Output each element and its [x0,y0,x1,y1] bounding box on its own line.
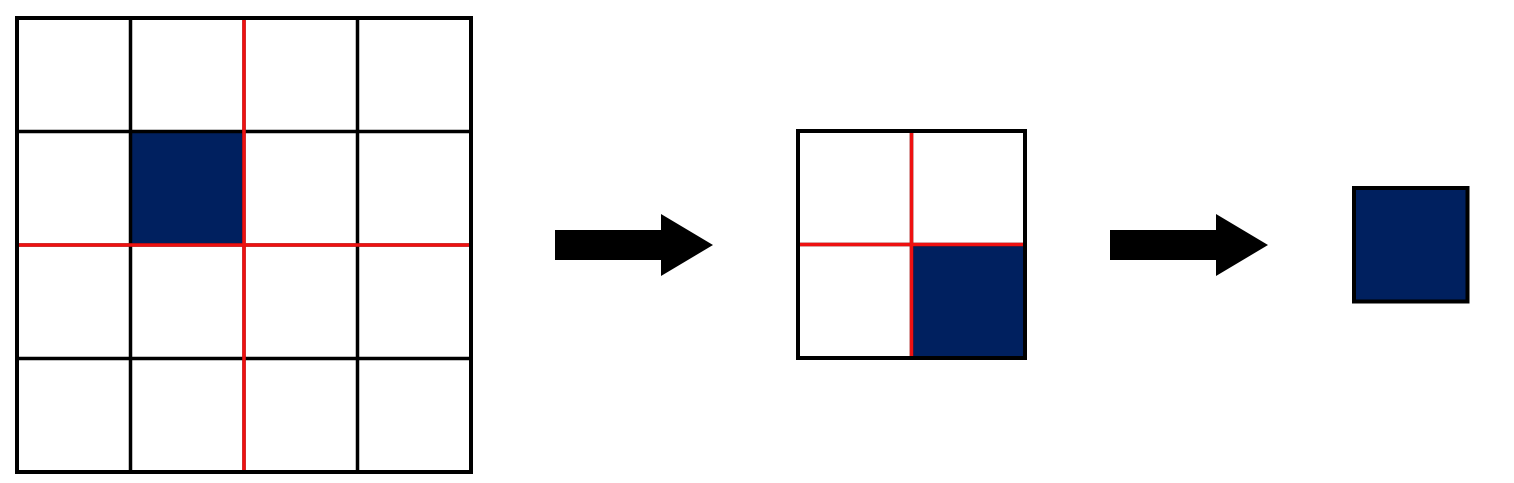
arrow-right-icon [555,214,713,276]
grid-2x2 [796,129,1027,360]
grid-border [1352,186,1470,304]
grid-border [796,129,1027,360]
arrow-right-icon [1110,214,1268,276]
grid-1x1 [1352,186,1470,304]
filled-cell [1354,188,1468,302]
grid-4x4 [15,16,473,474]
filled-cell [911,244,1025,358]
filled-cell [130,131,244,245]
arrow-2 [1110,214,1268,276]
grid-border [15,16,473,474]
arrow-1 [555,214,713,276]
